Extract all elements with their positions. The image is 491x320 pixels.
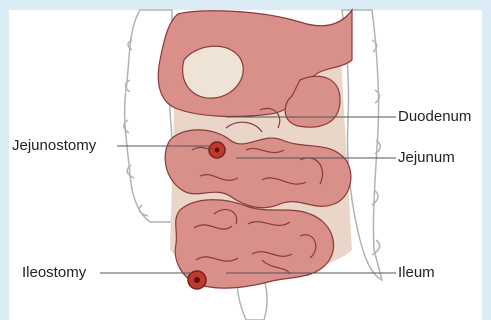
label-jejunostomy: Jejunostomy xyxy=(12,137,96,155)
label-duodenum: Duodenum xyxy=(398,108,471,126)
jejunostomy-stoma xyxy=(209,142,225,158)
small-intestine xyxy=(158,10,352,288)
label-jejunum: Jejunum xyxy=(398,149,455,167)
label-ileostomy: Ileostomy xyxy=(22,264,86,282)
label-ileum: Ileum xyxy=(398,264,435,282)
ileostomy-stoma xyxy=(188,271,206,289)
